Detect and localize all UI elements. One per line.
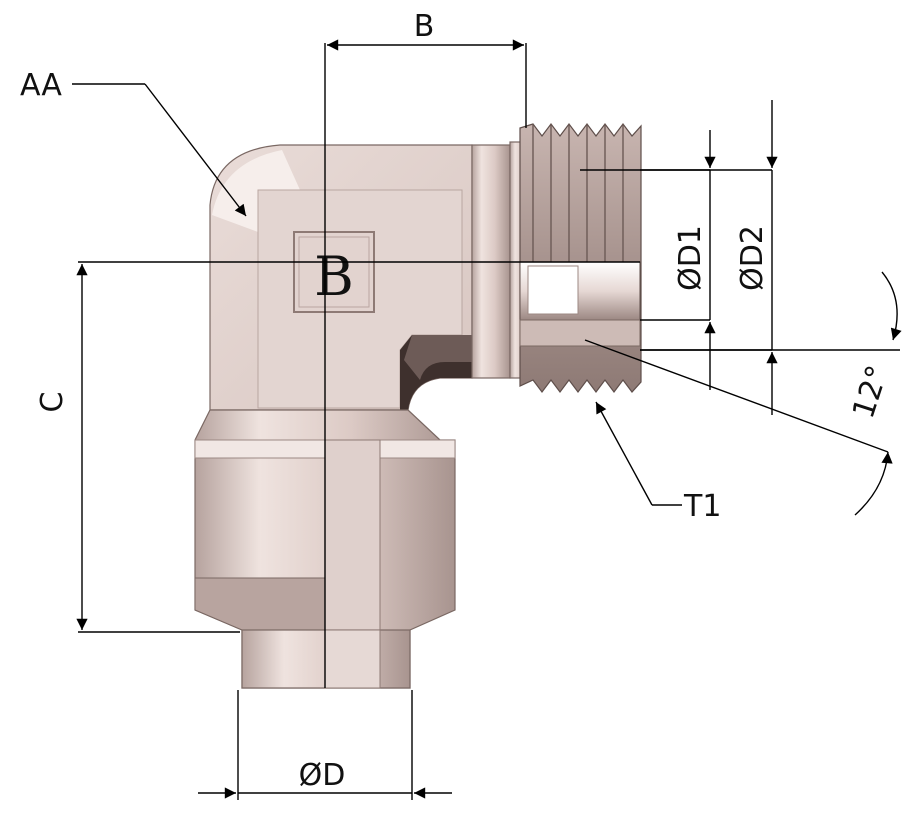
brand-logo-frame [293,231,375,313]
taper-line-angled [584,339,889,453]
label-aa: AA [20,68,62,103]
label-d: ØD [299,758,346,793]
brand-logo: B [293,231,375,313]
aa-leader-arrow [144,83,247,217]
label-angle: 12° [846,361,896,422]
taper-angle-arc [881,271,902,341]
label-t1: T1 [683,489,721,524]
label-b: B [414,9,435,44]
thread-bore-bright [527,265,579,315]
collet-tube-face [324,629,381,689]
dimension-labels: AA B C ØD1 ØD2 12° T1 ØD [20,9,896,793]
thread-crests [532,124,624,262]
label-d2: ØD2 [735,225,770,291]
collet-chamfer [194,577,326,631]
brand-logo-letter: B [314,245,354,308]
t1-leader-arrow [595,401,653,506]
thread-bore-lower [519,319,641,347]
label-d1: ØD1 [673,225,708,291]
dimensions [72,39,902,800]
elbow-corner-bevel [212,150,300,232]
fitting-body [194,123,642,689]
label-c: C [35,392,70,413]
taper-angle-arc-lower [854,451,893,516]
brand-logo-inner [298,236,370,308]
elbow-inner-shadow-soft [404,335,472,380]
